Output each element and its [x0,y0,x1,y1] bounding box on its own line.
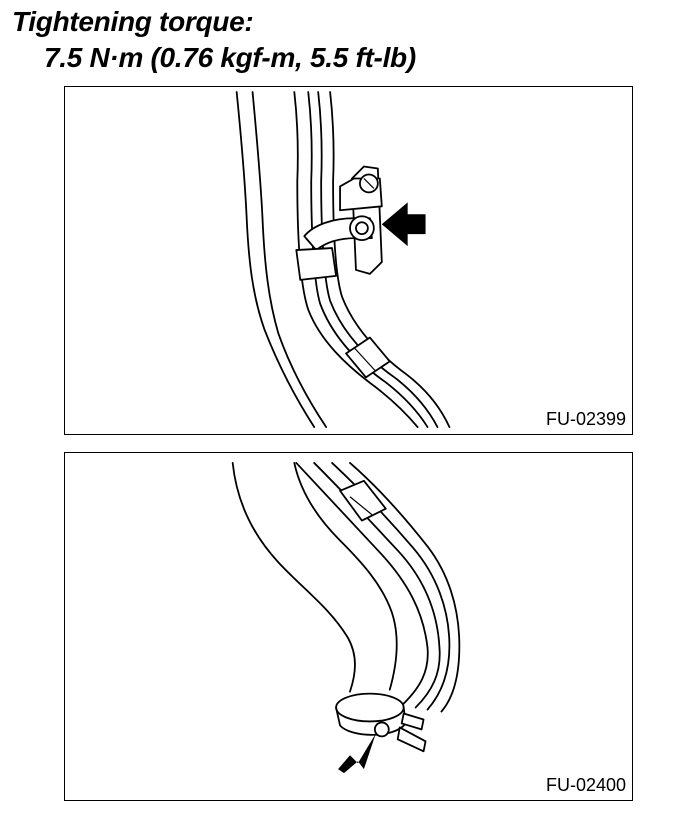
figure-panel-1: FU-02399 [64,86,633,435]
figure-panel-2: FU-02400 [64,452,633,801]
figure-1-drawing [235,91,451,428]
heading-title: Tightening torque: [12,6,254,37]
figure-id-2: FU-02400 [545,775,626,795]
arrow-left-icon [381,202,426,247]
figure-id-1: FU-02399 [545,409,626,429]
figure-2-drawing [231,462,461,774]
arrow-up-right-icon [338,733,376,774]
torque-value: 7.5 N·m (0.76 kgf-m, 5.5 ft-lb) [44,42,416,73]
